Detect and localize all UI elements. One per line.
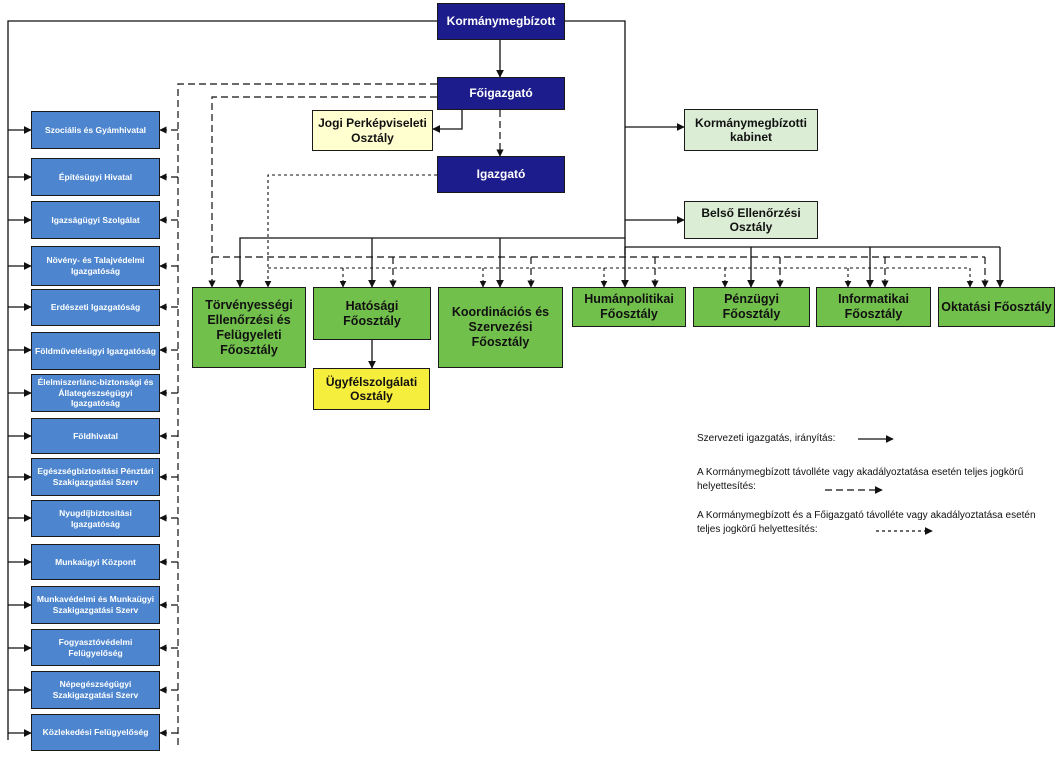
office-box: Szociális és Gyámhivatal [31, 111, 160, 149]
office-box: Munkavédelmi és Munkaügyi Szakigazgatási… [31, 586, 160, 624]
department-box: Pénzügyi Főosztály [693, 287, 810, 327]
office-box: Erdészeti Igazgatóság [31, 289, 160, 326]
office-box: Élelmiszerlánc-biztonsági és Állategészs… [31, 374, 160, 412]
igazgato-box: Igazgató [437, 156, 565, 193]
belso-ellenorzesi-box: Belső Ellenőrzési Osztály [684, 201, 818, 239]
office-box: Földhivatal [31, 418, 160, 454]
jogi-perkepviseleti-box: Jogi Perképviseleti Osztály [312, 110, 433, 151]
office-box: Fogyasztóvédelmi Felügyelőség [31, 629, 160, 666]
office-box: Földművelésügyi Igazgatóság [31, 332, 160, 370]
office-box: Egészségbiztosítási Pénztári Szakigazgat… [31, 458, 160, 496]
legend-dotted-text: A Kormánymegbízott és a Főigazgató távol… [697, 510, 1036, 535]
legend-solid-text: Szervezeti igazgatás, irányítás: [697, 433, 836, 444]
department-box: Koordinációs és Szervezési Főosztály [438, 287, 563, 368]
office-box: Munkaügyi Központ [31, 544, 160, 580]
kabinet-box: Kormánymegbízotti kabinet [684, 109, 818, 151]
department-box: Oktatási Főosztály [938, 287, 1055, 327]
kormanymegbizott-box: Kormánymegbízott [437, 3, 565, 40]
department-box: Humánpolitikai Főosztály [572, 287, 686, 327]
ugyfelszolgalati-box: Ügyfélszolgálati Osztály [313, 368, 430, 410]
office-box: Népegészségügyi Szakigazgatási Szerv [31, 671, 160, 709]
foigazgato-box: Főigazgató [437, 77, 565, 110]
office-box: Növény- és Talajvédelmi Igazgatóság [31, 246, 160, 286]
department-box: Törvényességi Ellenőrzési és Felügyeleti… [192, 287, 306, 368]
office-box: Igazságügyi Szolgálat [31, 201, 160, 239]
legend-dashed-text: A Kormánymegbízott távolléte vagy akadál… [697, 467, 1024, 492]
department-box: Hatósági Főosztály [313, 287, 431, 340]
office-box: Építésügyi Hivatal [31, 158, 160, 196]
office-box: Közlekedési Felügyelőség [31, 714, 160, 751]
department-box: Informatikai Főosztály [816, 287, 931, 327]
office-box: Nyugdíjbiztosítási Igazgatóság [31, 500, 160, 537]
